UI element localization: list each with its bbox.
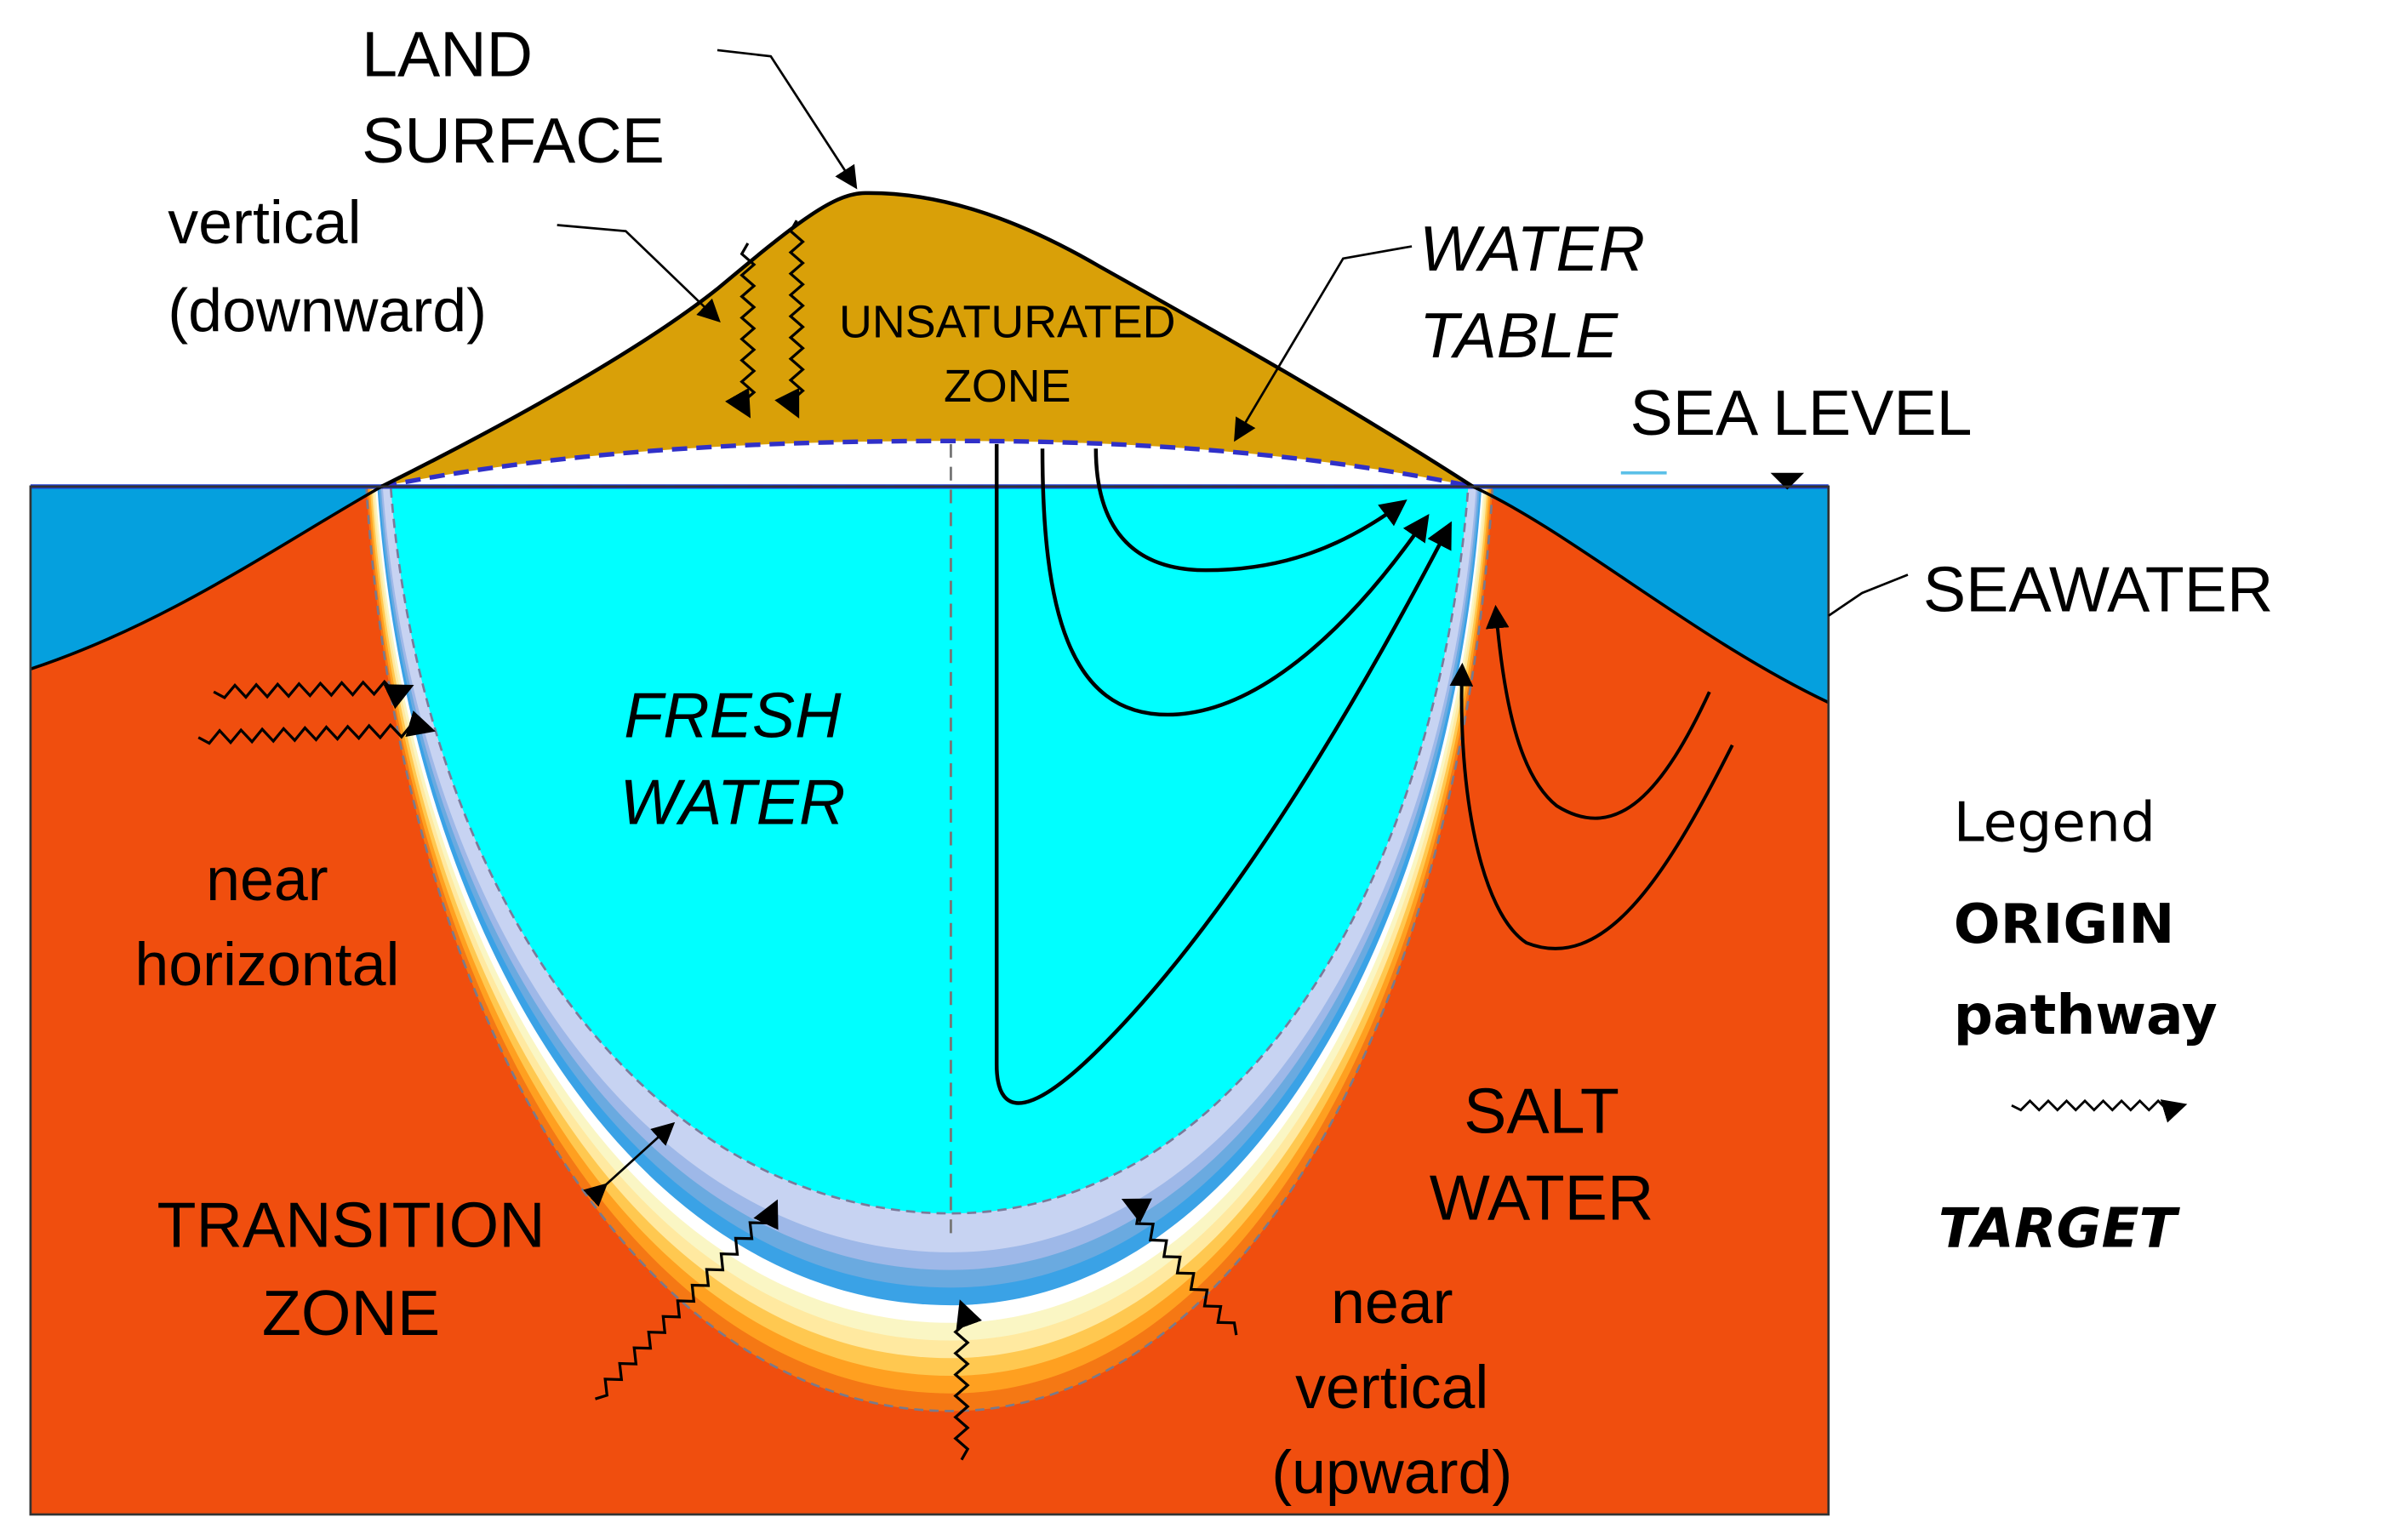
- vertical-downward-label-2: (downward): [168, 277, 487, 345]
- water-table-line: [380, 438, 1474, 489]
- seabed-line-left: [30, 485, 383, 671]
- transition-zone-outer-boundary: [365, 485, 1494, 1412]
- leader-lines: [557, 48, 1909, 1207]
- flow-line: [1449, 662, 1734, 950]
- flow-line: [1093, 448, 1407, 573]
- vertical-downward-label: vertical: [168, 189, 361, 257]
- zigzag-pathway-arrow: [197, 710, 436, 745]
- near-vertical-upward-label: near: [1331, 1269, 1453, 1337]
- sea-level-marker-icon: [1770, 472, 1805, 490]
- sea-level-label: SEA LEVEL: [1630, 377, 1973, 448]
- near-vertical-upward-label-2: vertical: [1295, 1354, 1488, 1422]
- flow-line: [1485, 604, 1711, 820]
- zigzag-pathway-arrow: [774, 220, 805, 419]
- flow-line: [994, 443, 1452, 1105]
- zigzag-pathways: [197, 220, 1238, 1461]
- unsaturated-zone-region: [381, 192, 1473, 487]
- legend-pathway-icon: [2011, 1098, 2188, 1123]
- unsaturated-zone-label-2: ZONE: [944, 361, 1071, 412]
- salt-water-label: SALT: [1464, 1075, 1619, 1147]
- water-table-label-2: TABLE: [1419, 299, 1619, 371]
- land-surface-label: LAND: [362, 18, 533, 89]
- transition-zone-label-2: ZONE: [262, 1277, 440, 1349]
- water-table-leader: [1234, 245, 1413, 442]
- near-vertical-upward-label-3: (upward): [1271, 1439, 1512, 1507]
- zigzag-pathway-arrow: [1121, 1198, 1238, 1336]
- near-horizontal-label: near: [206, 846, 328, 914]
- fresh-water-label-2: WATER: [620, 767, 845, 838]
- legend-pathway: pathway: [1954, 984, 2218, 1047]
- land-surface-line: [380, 191, 1475, 488]
- saltwater-flow-lines: [1449, 604, 1734, 950]
- seawater-leader: [1827, 573, 1909, 617]
- fresh-water-region: [389, 485, 1470, 1215]
- seabed-line-right: [1472, 485, 1830, 704]
- transition-width-arrow: [583, 1121, 676, 1207]
- unsaturated-zone-label: UNSATURATED: [839, 297, 1176, 348]
- near-horizontal-label-2: horizontal: [134, 931, 399, 999]
- legend-title: Legend: [1954, 790, 2155, 854]
- seawater-left-region: [30, 486, 382, 670]
- land-surface-label-2: SURFACE: [362, 105, 665, 176]
- water-table-label: WATER: [1419, 213, 1645, 284]
- zigzag-pathway-arrow: [953, 1299, 982, 1461]
- zigzag-pathway-arrow: [213, 679, 414, 710]
- seawater-label: SEAWATER: [1923, 554, 2274, 625]
- freshwater-flow-lines: [994, 443, 1452, 1105]
- land-surface-leader: [717, 48, 858, 190]
- seawater-right-region: [1472, 486, 1829, 703]
- flow-line: [1040, 448, 1430, 717]
- legend-target: TARGET: [1938, 1197, 2181, 1261]
- salt-water-label-2: WATER: [1430, 1161, 1654, 1233]
- legend: Legend ORIGIN pathway TARGET: [1938, 790, 2218, 1260]
- zigzag-pathway-arrow: [595, 1199, 779, 1400]
- transition-zone-label: TRANSITION: [157, 1189, 545, 1261]
- legend-origin: ORIGIN: [1954, 893, 2175, 956]
- fresh-water-label: FRESH: [624, 680, 842, 751]
- vertical-downward-leader: [557, 224, 721, 323]
- zigzag-pathway-arrow: [725, 242, 757, 419]
- diagram-border: [29, 485, 1830, 1516]
